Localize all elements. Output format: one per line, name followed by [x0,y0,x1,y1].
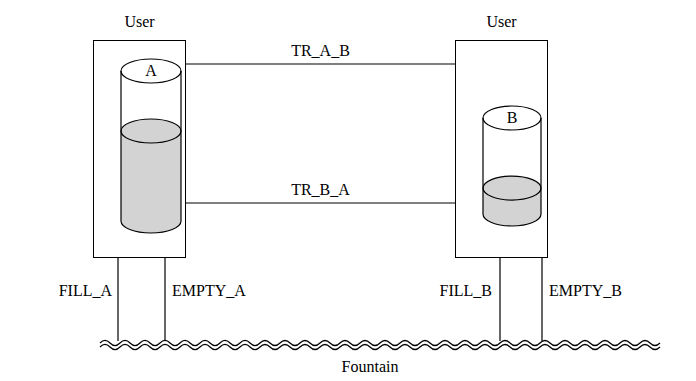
signal-name: TR_A_B [291,42,350,60]
box-heading: User [124,13,154,31]
transfer-line [186,202,455,203]
empty-pipe [541,258,542,341]
box-heading: User [486,13,516,31]
pipe-signal: EMPTY_A [172,282,246,300]
fountain-wave [100,345,660,350]
fill-pipe [117,258,118,341]
cylinder-body [121,71,181,233]
fill-pipe [499,258,500,341]
liquid-fill [121,131,181,233]
cylinder-top [121,59,181,83]
liquid-surface [121,119,181,143]
tank-cylinder: B [483,106,541,226]
pipe-signal: EMPTY_B [549,282,622,300]
cylinder-outline [121,59,181,233]
empty-pipe [164,258,165,341]
fountain-label: Fountain [342,358,399,376]
tank-name: A [145,62,157,80]
tank-cylinder: A [121,59,181,233]
liquid-surface [483,176,541,200]
pipe-signal: FILL_A [59,282,112,300]
transfer-line [186,63,455,64]
signal-name: TR_B_A [291,181,350,199]
user-box: AUser [93,40,186,258]
pipe-signal: FILL_B [440,282,492,300]
user-box: BUser [455,40,548,258]
tank-name: B [507,109,518,127]
cylinder-body [483,118,541,226]
cylinder-top [483,106,541,130]
